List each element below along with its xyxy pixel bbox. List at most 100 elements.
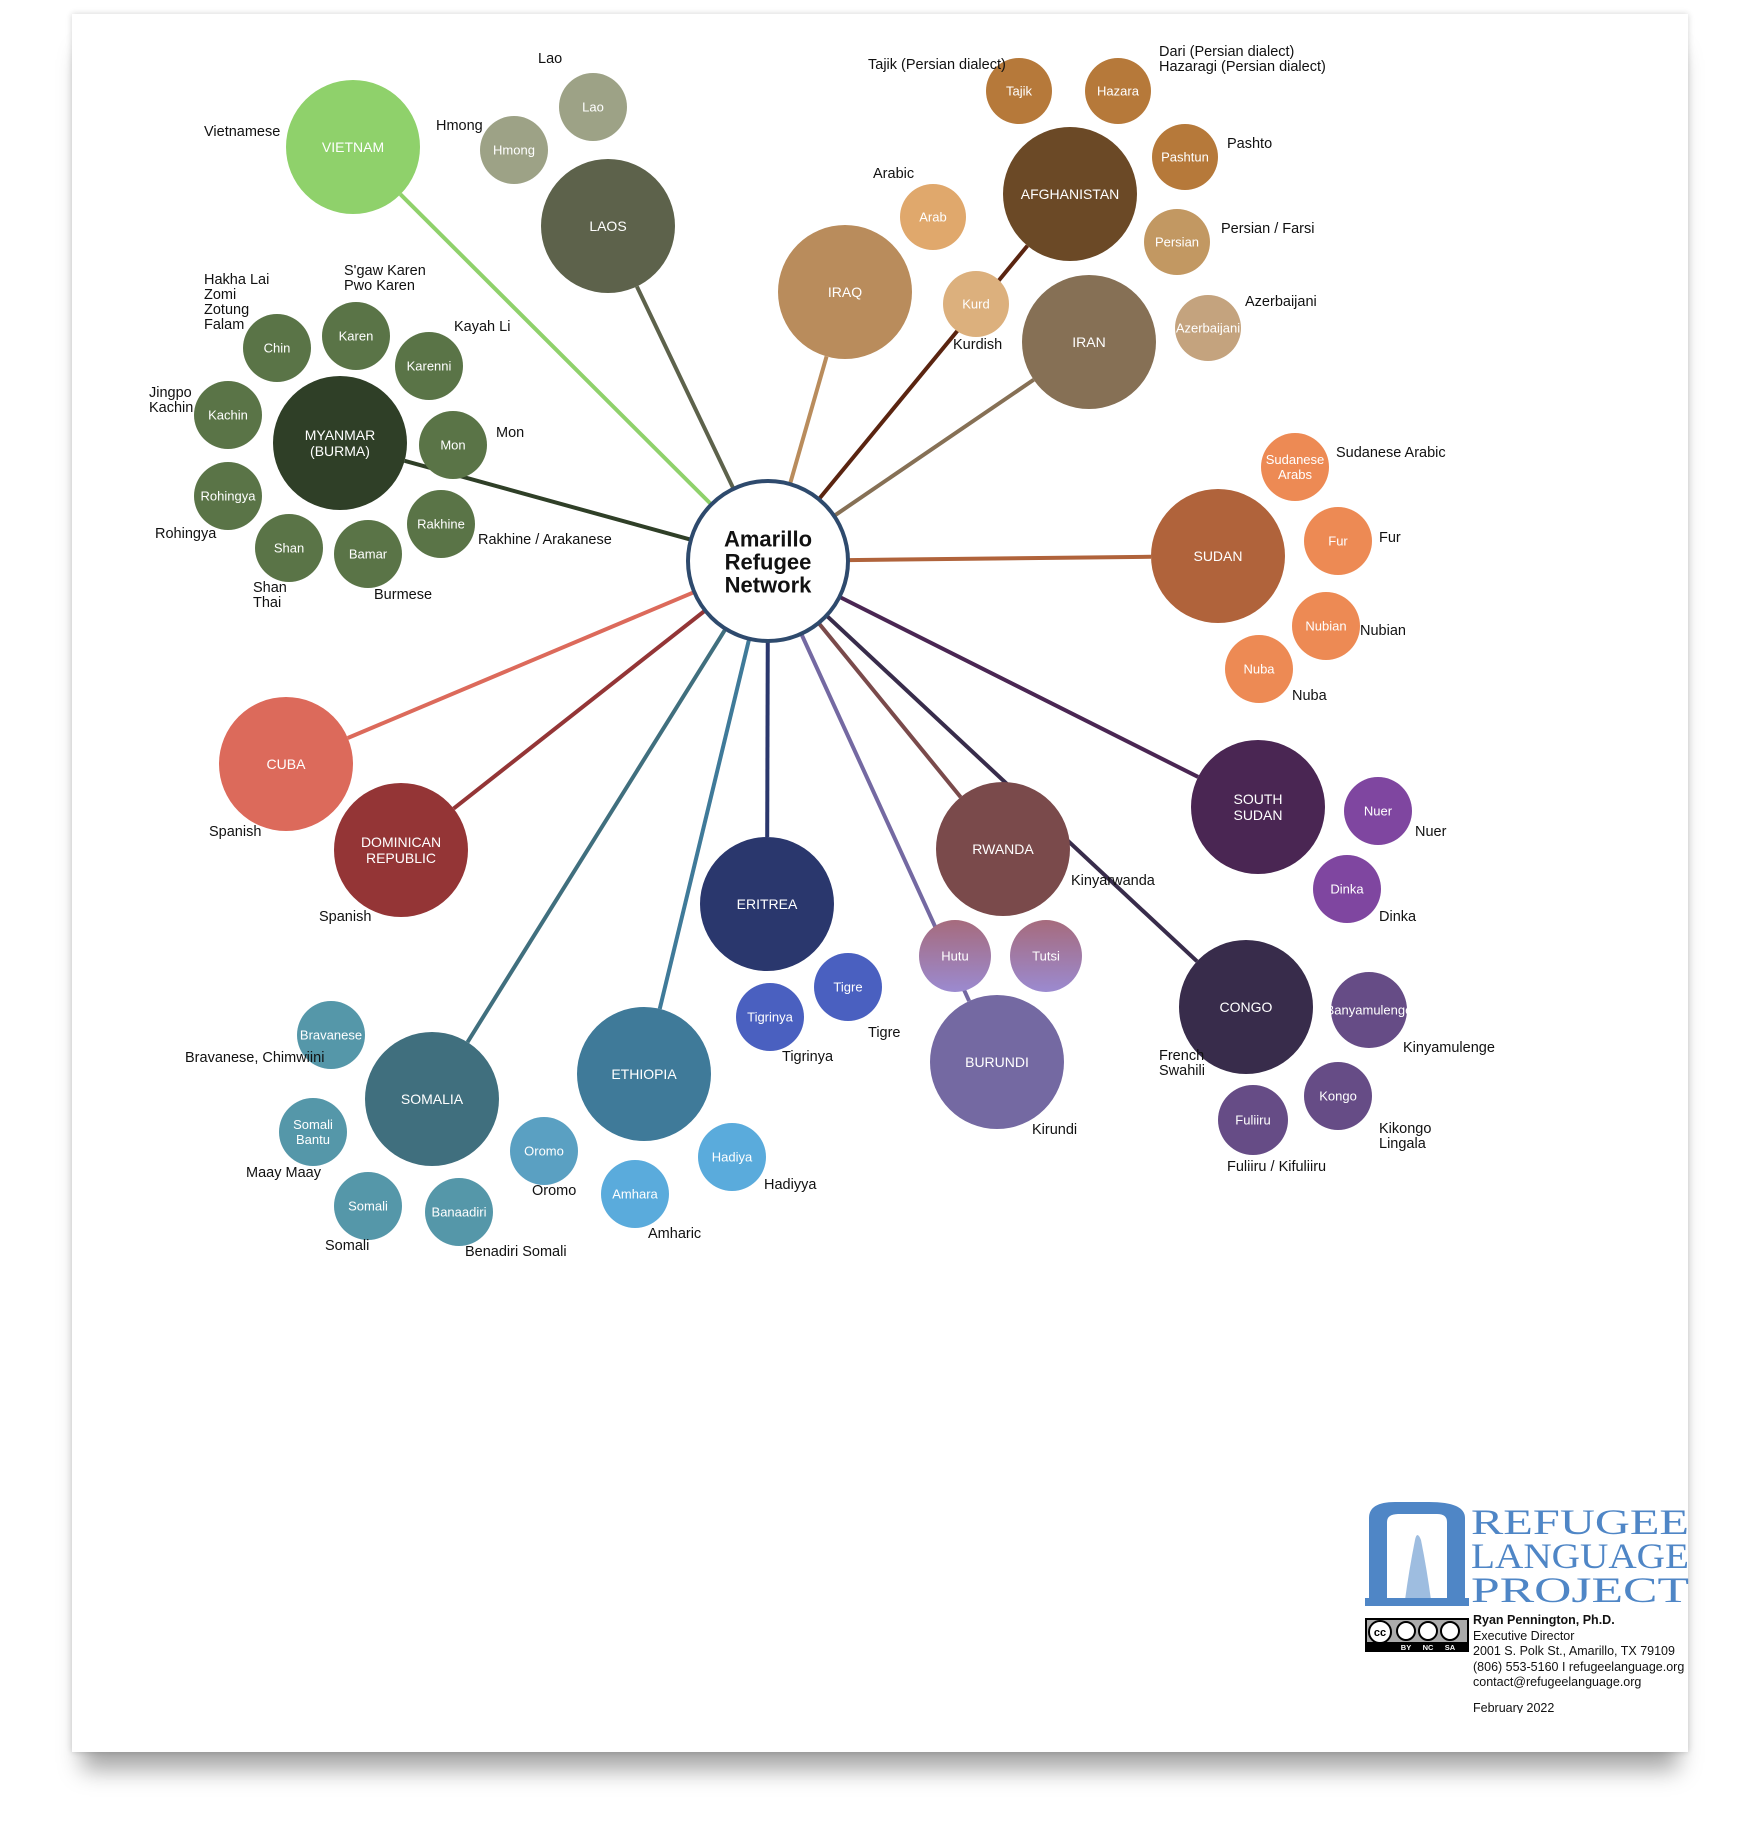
- group-circle-karen: [322, 302, 390, 370]
- group-label-persian: Persian: [1155, 235, 1199, 250]
- group-circle-tigre: [814, 953, 882, 1021]
- group-node-tajik: Tajik: [986, 58, 1052, 124]
- group-label-kachin: Kachin: [208, 408, 248, 423]
- country-node-iran: IRAN: [1022, 275, 1156, 409]
- group-label-nuba: Nuba: [1243, 662, 1275, 677]
- language-label-lang-fuliiru: Fuliiru / Kifuliiru: [1227, 1159, 1326, 1175]
- country-label-south-sudan: SUDAN: [1233, 807, 1282, 823]
- language-label-lang-fur: Fur: [1379, 530, 1401, 546]
- group-node-lao: Lao: [559, 73, 627, 141]
- group-circle-bravanese: [297, 1001, 365, 1069]
- country-label-somalia: SOMALIA: [401, 1091, 464, 1107]
- group-label-bravanese: Bravanese: [300, 1028, 362, 1043]
- language-label-lang-vietnamese: Vietnamese: [204, 124, 280, 140]
- group-node-persian: Persian: [1144, 209, 1210, 275]
- group-node-tigrinya: Tigrinya: [736, 983, 804, 1051]
- country-circle-burundi: [930, 995, 1064, 1129]
- language-label-lang-benadiri: Benadiri Somali: [465, 1244, 567, 1260]
- country-label-south-sudan: SOUTH: [1234, 791, 1283, 807]
- group-label-fur: Fur: [1328, 534, 1348, 549]
- link-vietnam: [399, 192, 713, 506]
- group-circle-pashtun: [1152, 124, 1218, 190]
- group-label-nubian: Nubian: [1305, 619, 1346, 634]
- language-label-lang-pashto: Pashto: [1227, 136, 1272, 152]
- language-label-lang-chin: Zomi: [204, 287, 236, 303]
- group-label-hadiya: Hadiya: [712, 1150, 753, 1165]
- language-label-lang-karenni: Kayah Li: [454, 319, 510, 335]
- group-node-rohingya: Rohingya: [194, 462, 262, 530]
- group-circle-hadiya: [698, 1123, 766, 1191]
- country-label-iran: IRAN: [1072, 334, 1105, 350]
- link-laos: [635, 285, 736, 490]
- country-circle-rwanda: [936, 782, 1070, 916]
- country-node-burundi: BURUNDI: [930, 995, 1064, 1129]
- language-label-lang-chin: Hakha Lai: [204, 272, 269, 288]
- group-label-tutsi: Tutsi: [1032, 949, 1060, 964]
- group-circle-banaadiri: [425, 1178, 493, 1246]
- group-label-hmong: Hmong: [493, 143, 535, 158]
- group-circle-nuer: [1344, 777, 1412, 845]
- group-node-hutu: Hutu: [919, 920, 991, 992]
- language-label-lang-maay: Maay Maay: [246, 1165, 322, 1181]
- language-label-lang-mon: Mon: [496, 425, 524, 441]
- group-node-kachin: Kachin: [194, 381, 262, 449]
- group-circle-bamar: [334, 520, 402, 588]
- group-circle-fuliiru: [1218, 1085, 1288, 1155]
- group-label-nuer: Nuer: [1364, 804, 1393, 819]
- cc-nc: NC: [1423, 1643, 1434, 1652]
- country-label-afghanistan: AFGHANISTAN: [1021, 186, 1120, 202]
- language-label-lang-tigrinya: Tigrinya: [782, 1049, 834, 1065]
- group-circle-somali: [334, 1172, 402, 1240]
- group-label-rohingya: Rohingya: [201, 489, 257, 504]
- group-circle-dinka: [1313, 855, 1381, 923]
- language-label-lang-tigre: Tigre: [868, 1025, 901, 1041]
- group-circle-mon: [419, 411, 487, 479]
- group-node-shan: Shan: [255, 514, 323, 582]
- country-and-group-nodes: VIETNAMLAOSMYANMAR(BURMA)IRAQAFGHANISTAN…: [194, 58, 1412, 1246]
- language-label-lang-kongo: Lingala: [1379, 1136, 1427, 1152]
- country-node-ethiopia: ETHIOPIA: [577, 1007, 711, 1141]
- group-node-chin: Chin: [243, 314, 311, 382]
- language-label-lang-hadiyya: Hadiyya: [764, 1177, 817, 1193]
- group-circle-tutsi: [1010, 920, 1082, 992]
- link-south-sudan: [838, 595, 1200, 779]
- group-circle-amhara: [601, 1160, 669, 1228]
- language-label-lang-karen: Pwo Karen: [344, 278, 415, 294]
- language-label-lang-sudanese-arabic: Sudanese Arabic: [1336, 445, 1446, 461]
- footer: REFUGEE LANGUAGE PROJECT cc BY NC SA Rya…: [1365, 1500, 1695, 1730]
- link-somalia: [465, 627, 728, 1044]
- language-label-lang-kirundi: Kirundi: [1032, 1122, 1077, 1138]
- group-circle-sudanese-arabs: [1261, 433, 1329, 501]
- language-label-lang-congo: French: [1159, 1048, 1204, 1064]
- country-node-somalia: SOMALIA: [365, 1032, 499, 1166]
- language-label-lang-persian: Persian / Farsi: [1221, 221, 1314, 237]
- contact-phone-web: (806) 553-5160 I refugeelanguage.org: [1473, 1659, 1685, 1674]
- group-label-tigrinya: Tigrinya: [747, 1010, 794, 1025]
- group-label-hutu: Hutu: [941, 949, 968, 964]
- group-label-sudanese-arabs: Arabs: [1278, 467, 1312, 482]
- language-label-lang-spanish-dr: Spanish: [319, 909, 371, 925]
- group-label-hazara: Hazara: [1097, 84, 1140, 99]
- group-label-tajik: Tajik: [1006, 84, 1033, 99]
- language-label-lang-lao: Lao: [538, 51, 562, 67]
- country-node-laos: LAOS: [541, 159, 675, 293]
- country-circle-ethiopia: [577, 1007, 711, 1141]
- language-label-lang-bravanese: Bravanese, Chimwiini: [185, 1050, 324, 1066]
- contact-date: February 2022: [1473, 1700, 1555, 1714]
- link-rwanda: [817, 621, 963, 799]
- language-label-lang-kinyamulenge: Kinyamulenge: [1403, 1040, 1495, 1056]
- group-node-banyamulenge: Banyamulenge: [1326, 972, 1412, 1048]
- language-label-lang-spanish-cuba: Spanish: [209, 824, 261, 840]
- country-node-eritrea: ERITREA: [700, 837, 834, 971]
- logo-text-project: PROJECT: [1471, 1570, 1689, 1608]
- hub-title-line2: Refugee: [725, 550, 812, 575]
- group-node-hadiya: Hadiya: [698, 1123, 766, 1191]
- language-label-lang-congo: Swahili: [1159, 1063, 1205, 1079]
- link-cuba: [346, 590, 696, 740]
- country-label-eritrea: ERITREA: [737, 896, 798, 912]
- group-node-bravanese: Bravanese: [297, 1001, 365, 1069]
